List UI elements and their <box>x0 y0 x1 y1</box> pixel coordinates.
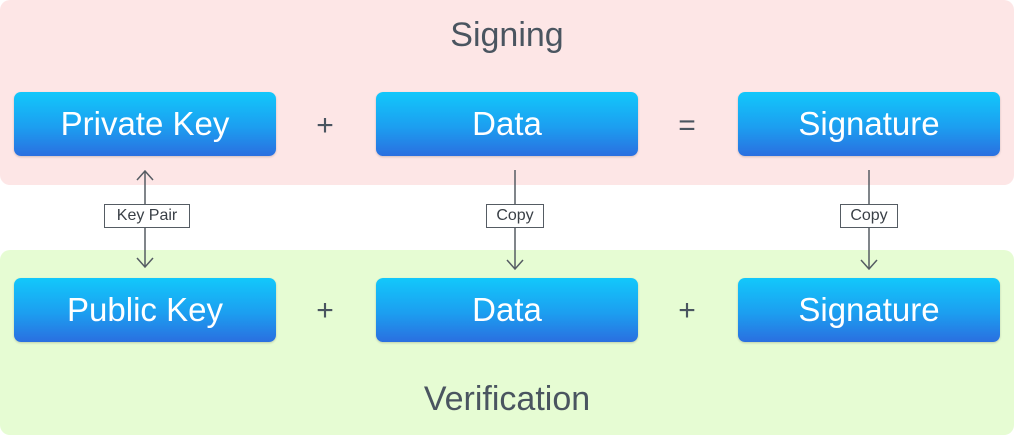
signing-data-box: Data <box>376 92 638 156</box>
verification-plus-operator-2: + <box>678 294 696 327</box>
verification-data-box: Data <box>376 278 638 342</box>
public-key-box: Public Key <box>14 278 276 342</box>
verification-plus-operator-1: + <box>316 294 334 327</box>
key-pair-label: Key Pair <box>104 204 190 228</box>
verification-title: Verification <box>423 380 591 418</box>
copy-signature-label: Copy <box>840 204 898 228</box>
copy-data-label: Copy <box>486 204 544 228</box>
private-key-box: Private Key <box>14 92 276 156</box>
signing-plus-operator: + <box>316 109 334 142</box>
signing-signature-box: Signature <box>738 92 1000 156</box>
signing-title: Signing <box>450 16 564 54</box>
signing-equals-operator: = <box>678 109 696 142</box>
verification-signature-box: Signature <box>738 278 1000 342</box>
